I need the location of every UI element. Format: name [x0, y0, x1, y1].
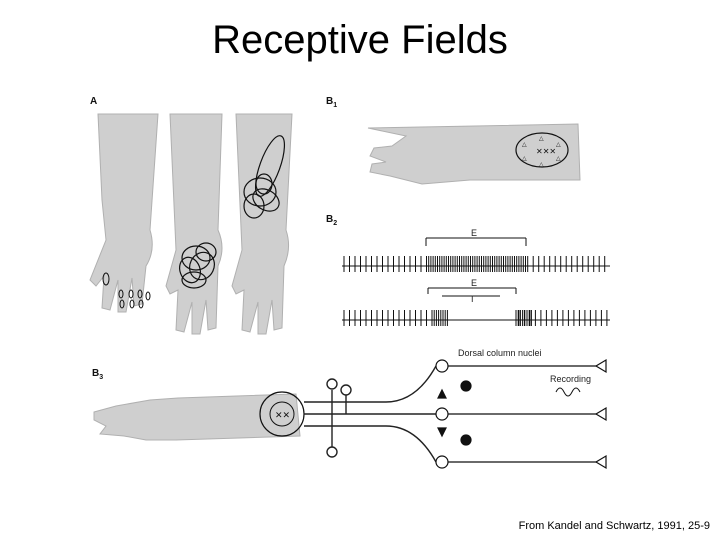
svg-text:△: △ — [522, 141, 527, 148]
panel-b2: B2 E E I — [326, 214, 610, 326]
b2-top-annotation — [425, 237, 527, 246]
svg-text:△: △ — [556, 141, 561, 148]
b3-arm — [93, 393, 301, 441]
svg-text:✕✕: ✕✕ — [275, 411, 290, 421]
svg-text:△: △ — [539, 161, 544, 168]
b1-receptive-field: ✕✕✕ △ △ △ △ △ △ — [515, 132, 569, 168]
b2-top-e-label: E — [471, 228, 477, 238]
b2-top-spikes — [343, 256, 606, 272]
b3-recording-electrode — [555, 387, 581, 397]
panel-b3-label: B3 — [92, 368, 103, 381]
b3-nuclei — [435, 358, 607, 470]
svg-text:△: △ — [556, 155, 561, 162]
panel-b1-label: B1 — [326, 96, 337, 109]
b2-bottom-i-label: I — [471, 294, 474, 304]
b2-bottom-e-label: E — [471, 278, 477, 288]
b3-dorsal-label: Dorsal column nuclei — [458, 348, 542, 358]
panel-a-label: A — [90, 96, 97, 107]
svg-text:△: △ — [522, 155, 527, 162]
b2-bottom-annotation — [427, 287, 517, 297]
svg-text:△: △ — [539, 135, 544, 142]
svg-text:✕✕✕: ✕✕✕ — [536, 147, 556, 156]
figure-credit: From Kandel and Schwartz, 1991, 25-9 — [518, 520, 710, 532]
b3-fibers — [304, 363, 439, 465]
b2-bottom-spikes — [343, 310, 608, 326]
arm-1 — [89, 113, 159, 313]
arm-2 — [165, 113, 223, 335]
b3-recording-label: Recording — [550, 374, 591, 384]
receptive-field-figure: A — [89, 96, 610, 470]
panel-b2-label: B2 — [326, 214, 337, 227]
arm-3 — [231, 113, 293, 335]
slide-title: Receptive Fields — [212, 18, 508, 62]
panel-a: A — [89, 96, 293, 335]
panel-b3: B3 ✕✕ — [92, 348, 607, 470]
panel-b1: B1 ✕✕✕ △ △ △ △ △ △ — [326, 96, 581, 185]
